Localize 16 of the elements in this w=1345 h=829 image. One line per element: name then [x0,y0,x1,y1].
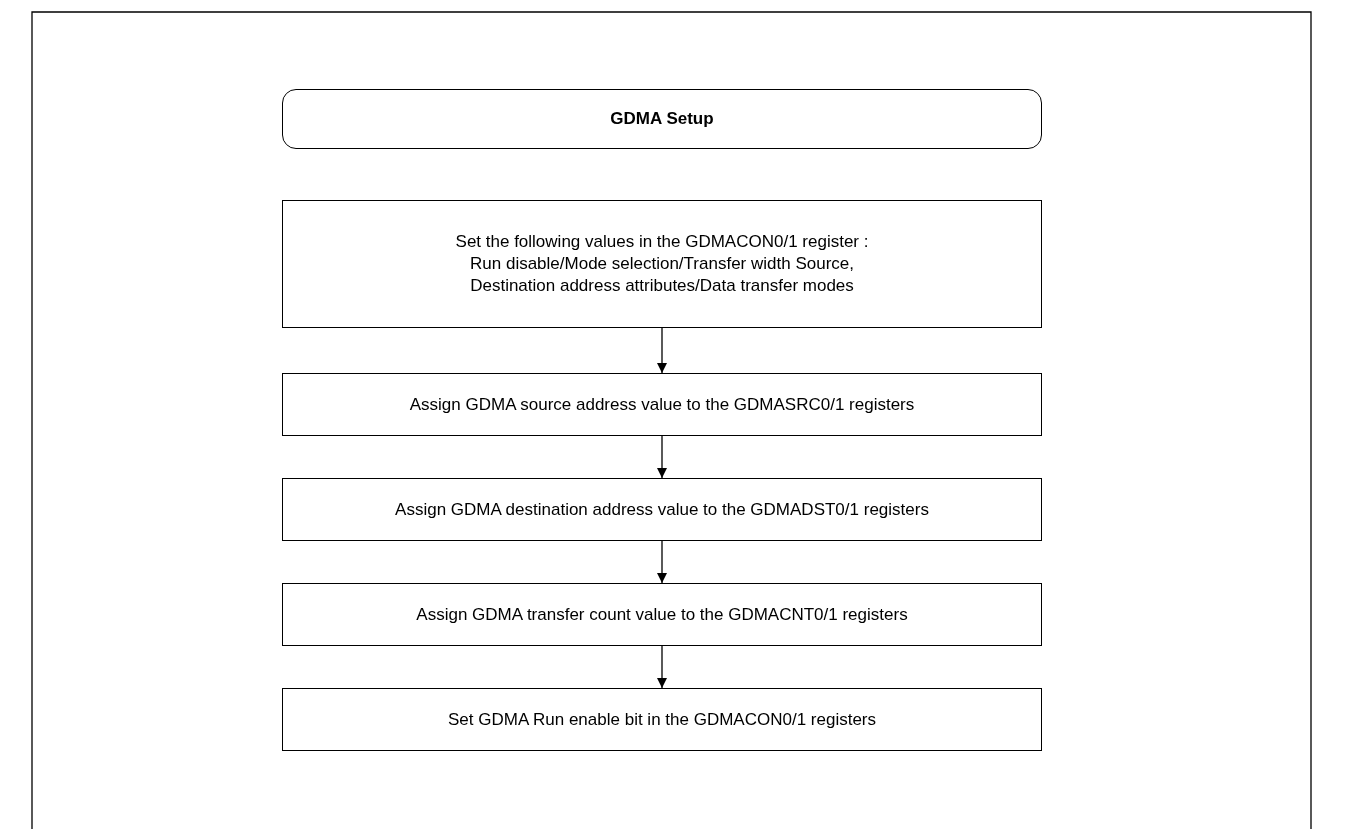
arrow [657,645,667,689]
process-box [282,478,1042,541]
process-box [282,583,1042,646]
arrow [657,540,667,584]
node-text: GDMA Setup [610,108,714,130]
process-box [282,688,1042,751]
node-text: Set GDMA Run enable bit in the GDMACON0/1 registers [448,708,876,731]
process-box [282,200,1042,328]
arrow [657,327,667,374]
node-text: Assign GDMA source address value to the GDMASRC0/1 registers [409,393,915,416]
node-text: Assign GDMA transfer count value to the GDMACNT0/1 registers [416,603,908,626]
arrow [657,435,667,479]
node-text: Assign GDMA destination address value to the GDMADST0/1 registers [395,498,929,521]
node-text: Set the following values in the GDMACON0/1 register : Run disable/Mode selection/Transfer width Source, Destination address attributes/Data transfer modes [454,231,870,297]
terminal-box [282,89,1042,149]
process-box [282,373,1042,436]
